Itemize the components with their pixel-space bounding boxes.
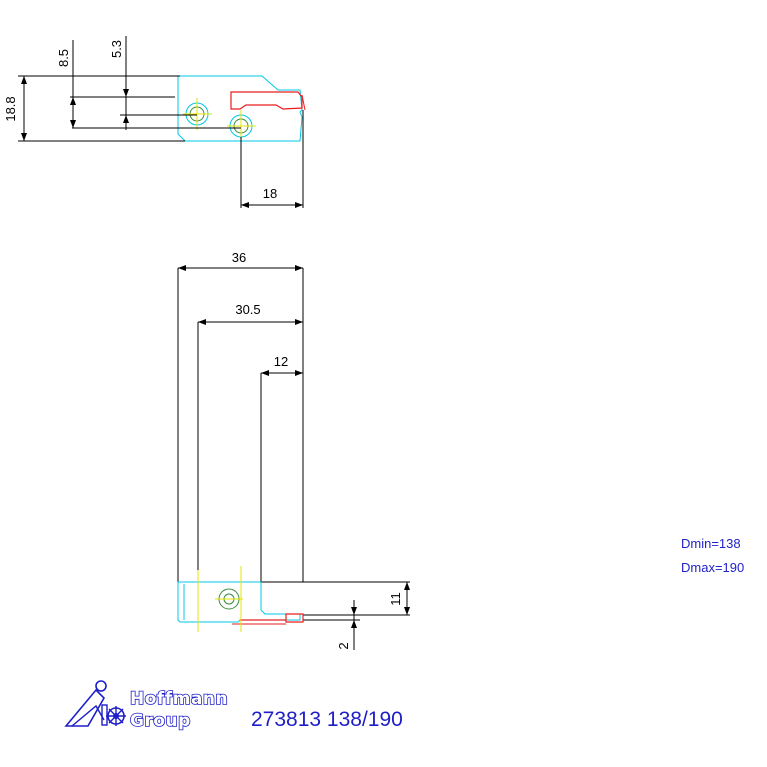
- front-view-dimensions: [178, 267, 408, 650]
- logo-text-line1: Hoffmann: [130, 689, 228, 709]
- part-number: 273813 138/190: [251, 708, 403, 731]
- hoffmann-group-logo: Hoffmann Group: [64, 680, 228, 732]
- logo-figure-icon: [64, 688, 105, 727]
- dmin-label: Dmin=138: [681, 536, 741, 551]
- dim-height-total: 18.8: [3, 96, 18, 121]
- dim-height-head: 11: [388, 592, 403, 606]
- dim-screw-distance: 18: [263, 186, 277, 201]
- dim-width-mid: 30.5: [235, 302, 260, 317]
- front-view: 36 30.5 12 11 2: [177, 250, 410, 650]
- front-view-blade: [177, 268, 410, 621]
- front-view-centerlines: [197, 566, 243, 632]
- front-view-insert-outline: [240, 613, 304, 623]
- dmax-label: Dmax=190: [681, 560, 745, 575]
- dim-offset-b: 5.3: [109, 40, 124, 58]
- dim-width-blade: 12: [274, 354, 288, 369]
- dim-width-total: 36: [232, 250, 246, 265]
- top-view-insert-edge: [301, 94, 306, 111]
- top-view-insert-outline: [230, 91, 303, 110]
- dim-depth-cut: 2: [336, 642, 351, 649]
- front-view-head-outline: [177, 581, 301, 623]
- top-view-arrowheads: [21, 76, 303, 208]
- logo-head-icon: [95, 680, 107, 692]
- dim-offset-a: 8.5: [56, 49, 71, 67]
- front-view-arrowheads: [178, 265, 410, 628]
- top-view: 18.8 8.5 5.3 18: [3, 36, 306, 208]
- top-view-dimensions: [18, 36, 304, 208]
- logo-text-line2: Group: [130, 711, 191, 731]
- top-view-body-outline: [177, 75, 303, 142]
- top-view-centerlines: [183, 98, 256, 142]
